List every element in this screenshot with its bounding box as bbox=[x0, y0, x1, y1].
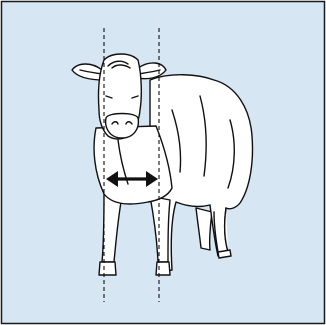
front-hoof-right bbox=[156, 262, 170, 275]
cow-muzzle bbox=[106, 114, 139, 139]
hind-hoof bbox=[218, 250, 231, 258]
cow-chest bbox=[94, 126, 172, 204]
front-hoof-left bbox=[99, 262, 116, 275]
